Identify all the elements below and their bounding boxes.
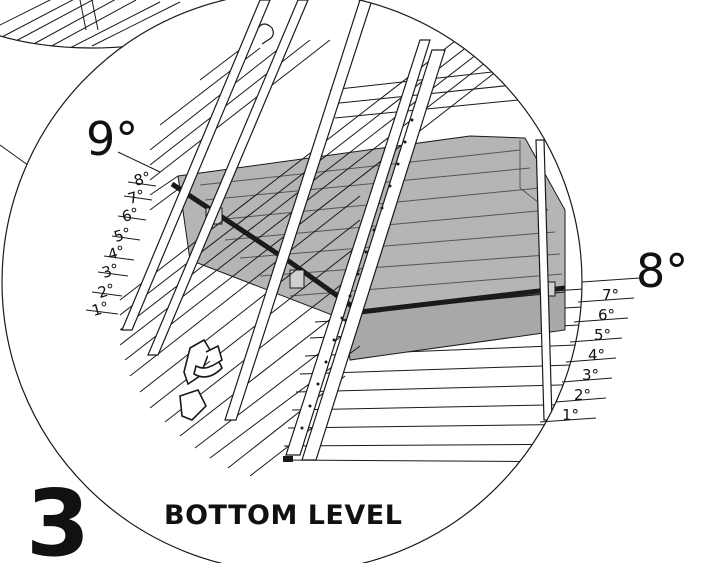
diagram-svg — [0, 0, 641, 573]
right-level-3: 3° — [582, 366, 600, 384]
left-level-2: 2° — [95, 280, 118, 303]
left-level-6: 6° — [119, 204, 142, 227]
right-level-5: 5° — [594, 326, 612, 344]
right-level-lines — [539, 277, 641, 423]
left-level-7: 7° — [125, 186, 148, 209]
left-level-3: 3° — [99, 260, 122, 283]
magnified-view — [119, 0, 582, 477]
left-level-8: 8° — [131, 168, 154, 191]
vertical-posts — [121, 0, 553, 461]
left-level-5: 5° — [111, 224, 134, 247]
left-level-1: 1° — [89, 298, 112, 321]
step-number: 3 — [26, 470, 91, 577]
right-level-6: 6° — [598, 306, 616, 324]
right-level-7: 7° — [602, 286, 620, 304]
left-level-lines — [85, 151, 161, 315]
right-level-4: 4° — [588, 346, 606, 364]
right-callout-label: 8° — [636, 244, 689, 298]
handle-icon — [179, 338, 223, 421]
hook-clip — [257, 23, 274, 45]
previous-step-inset — [0, 0, 241, 169]
post-bolts — [300, 118, 414, 430]
post-foot — [283, 456, 293, 462]
assembly-diagram: 9° 8° 1° 2° 3° 4° 5° 6° 7° 8° 1° 2° 3° 4… — [0, 0, 689, 573]
right-level-1: 1° — [562, 406, 580, 424]
step-caption: BOTTOM LEVEL — [164, 500, 403, 531]
left-callout-label: 9° — [86, 112, 139, 166]
left-level-4: 4° — [105, 242, 128, 265]
right-level-2: 2° — [574, 386, 592, 404]
